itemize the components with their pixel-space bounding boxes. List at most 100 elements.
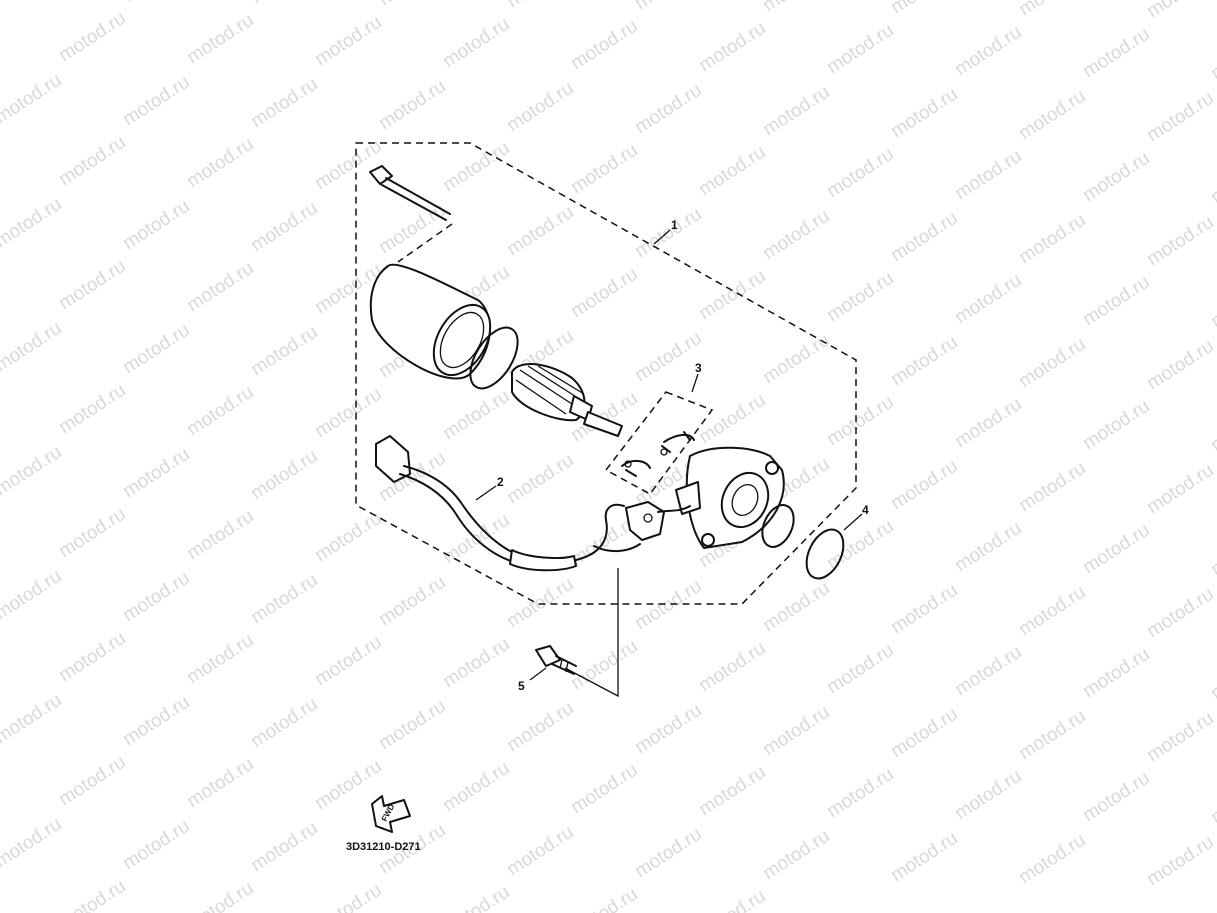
watermark-text: motod.ru: [631, 576, 705, 634]
watermark-text: motod.ru: [1015, 830, 1089, 888]
watermark-text: motod.ru: [183, 878, 257, 913]
watermark-text: motod.ru: [247, 446, 321, 504]
watermark-text: motod.ru: [759, 206, 833, 264]
watermark-text: motod.ru: [119, 816, 193, 874]
watermark-text: motod.ru: [119, 0, 193, 6]
watermark-text: motod.ru: [311, 508, 385, 566]
watermark-text: motod.ru: [631, 824, 705, 882]
watermark-text: motod.ru: [1207, 398, 1217, 456]
watermark-text: motod.ru: [1207, 150, 1217, 208]
watermark-text: motod.ru: [759, 702, 833, 760]
watermark-text: motod.ru: [55, 628, 129, 686]
watermark-text: motod.ru: [0, 814, 66, 872]
watermark-text: motod.ru: [823, 392, 897, 450]
watermark-text: motod.ru: [887, 456, 961, 514]
callout-2: 2: [497, 475, 504, 489]
end-cover-o-ring: [761, 504, 795, 548]
watermark-text: motod.ru: [1079, 148, 1153, 206]
watermark-text: motod.ru: [119, 692, 193, 750]
watermark-text: motod.ru: [1015, 458, 1089, 516]
watermark-text: motod.ru: [695, 762, 769, 820]
watermark-text: motod.ru: [0, 194, 66, 252]
seal-ring: [805, 528, 845, 580]
watermark-text: motod.ru: [695, 886, 769, 913]
watermark-text: motod.ru: [887, 332, 961, 390]
watermark-text: motod.ru: [887, 704, 961, 762]
watermark-text: motod.ru: [183, 134, 257, 192]
watermark-text: motod.ru: [439, 758, 513, 816]
watermark-text: motod.ru: [503, 78, 577, 136]
watermark-text: motod.ru: [1207, 26, 1217, 84]
watermark-text: motod.ru: [823, 144, 897, 202]
watermark-text: motod.ru: [823, 764, 897, 822]
watermark-text: motod.ru: [1079, 520, 1153, 578]
end-cover: [675, 446, 785, 549]
leader-lines: [475, 229, 863, 681]
watermark-text: motod.ru: [0, 318, 66, 376]
watermark-text: motod.ru: [823, 268, 897, 326]
watermark-text: motod.ru: [759, 578, 833, 636]
watermark-text: motod.ru: [183, 10, 257, 68]
watermark-text: motod.ru: [631, 328, 705, 386]
watermark-text: motod.ru: [375, 696, 449, 754]
watermark-text: motod.ru: [183, 506, 257, 564]
watermark-text: motod.ru: [1143, 0, 1217, 22]
watermark-text: motod.ru: [1015, 582, 1089, 640]
watermark-text: motod.ru: [439, 386, 513, 444]
through-bolt: [369, 165, 451, 221]
watermark-text: motod.ru: [567, 760, 641, 818]
watermark-text: motod.ru: [311, 880, 385, 913]
watermark-text: motod.ru: [951, 270, 1025, 328]
watermark-text: motod.ru: [55, 504, 129, 562]
watermark-text: motod.ru: [55, 380, 129, 438]
watermark-text: motod.ru: [439, 14, 513, 72]
watermark-text: motod.ru: [631, 80, 705, 138]
watermark-text: motod.ru: [695, 638, 769, 696]
watermark-text: motod.ru: [1079, 768, 1153, 826]
watermark-text: motod.ru: [0, 0, 66, 4]
watermark-text: motod.ru: [311, 12, 385, 70]
watermark-text: motod.ru: [1015, 706, 1089, 764]
o-ring: [469, 326, 519, 390]
watermark-text: motod.ru: [1143, 336, 1217, 394]
watermark-text: motod.ru: [887, 84, 961, 142]
armature: [511, 363, 623, 437]
watermark-text: motod.ru: [1015, 210, 1089, 268]
watermark-text: motod.ru: [439, 882, 513, 913]
watermark-text: motod.ru: [695, 18, 769, 76]
watermark-text: motod.ru: [503, 698, 577, 756]
watermark-text: motod.ru: [567, 264, 641, 322]
watermark-text: motod.ru: [1079, 644, 1153, 702]
watermark-text: motod.ru: [119, 320, 193, 378]
watermark-text: motod.ru: [247, 694, 321, 752]
watermark-text: motod.ru: [1143, 88, 1217, 146]
watermark-text: motod.ru: [503, 574, 577, 632]
callout-5: 5: [518, 679, 525, 693]
lead-wire: [375, 435, 691, 572]
watermark-text: motod.ru: [55, 876, 129, 913]
watermark-text: motod.ru: [823, 640, 897, 698]
watermark-text: motod.ru: [759, 330, 833, 388]
watermark-text: motod.ru: [567, 16, 641, 74]
watermark-text: motod.ru: [1143, 460, 1217, 518]
watermark-text: motod.ru: [951, 642, 1025, 700]
watermark-text: motod.ru: [823, 516, 897, 574]
brush-set: [621, 431, 695, 477]
watermark-text: motod.ru: [311, 632, 385, 690]
watermark-text: motod.ru: [1143, 212, 1217, 270]
watermark-text: motod.ru: [247, 818, 321, 876]
watermark-text: motod.ru: [695, 142, 769, 200]
watermark-text: motod.ru: [183, 630, 257, 688]
watermark-text: motod.ru: [1143, 832, 1217, 890]
watermark-text: motod.ru: [247, 198, 321, 256]
watermark-text: motod.ru: [503, 450, 577, 508]
callout-3: 3: [695, 361, 702, 375]
watermark-text: motod.ru: [1015, 86, 1089, 144]
watermark-text: motod.ru: [1143, 708, 1217, 766]
watermark-text: motod.ru: [183, 754, 257, 812]
watermark-text: motod.ru: [247, 322, 321, 380]
watermark-text: motod.ru: [1015, 334, 1089, 392]
